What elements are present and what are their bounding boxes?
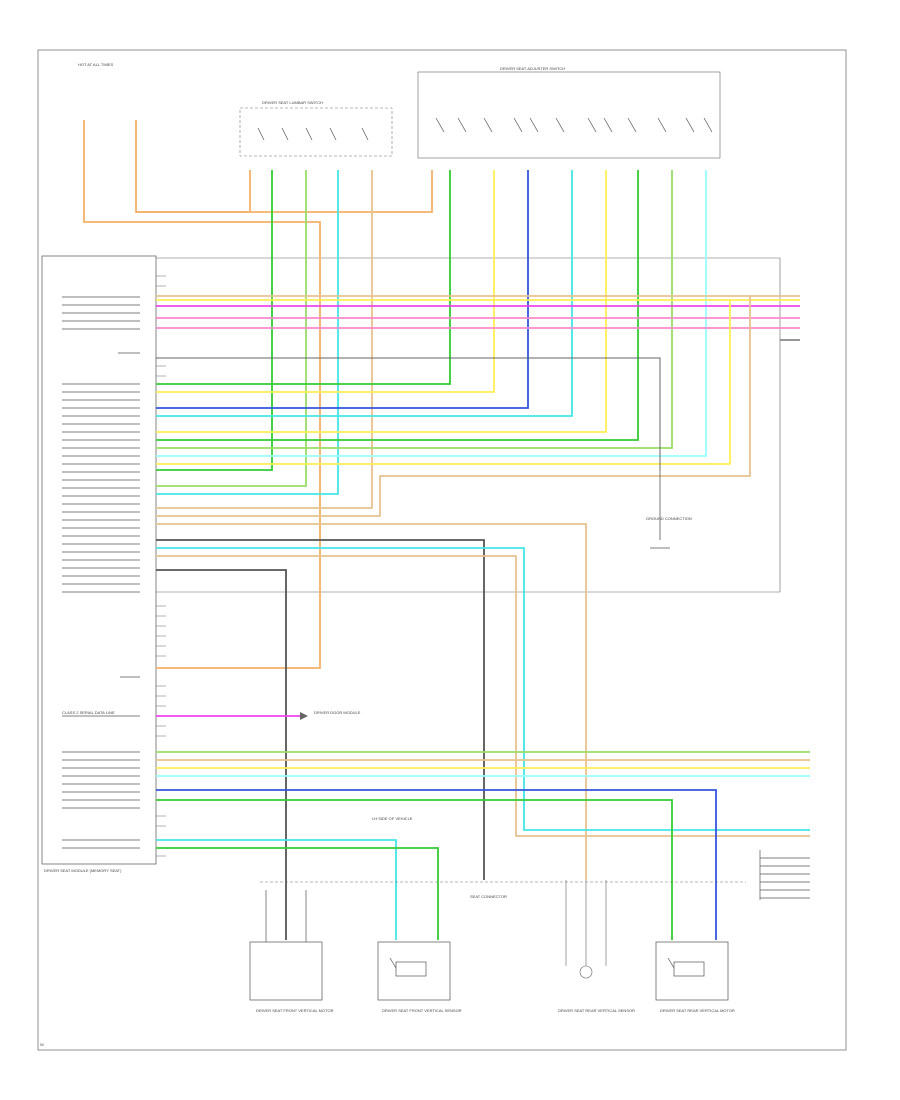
wire-gray-lower [156, 539, 485, 880]
wire-cyan-motor-1 [156, 839, 397, 940]
wire-tan-lower-2 [156, 555, 810, 837]
module-label: DRIVER SEAT MODULE (MEMORY SEAT) [44, 868, 122, 873]
wire-cyan-lower [156, 547, 810, 831]
motor-4-label: DRIVER SEAT REAR VERTICAL MOTOR [660, 1008, 735, 1013]
wire-tan-return [156, 296, 751, 517]
adjuster-switch-box [417, 71, 721, 159]
lumbar-switch-box [239, 107, 393, 157]
wire-yellow-return [156, 300, 731, 465]
wire-lt-green-adj [156, 170, 673, 449]
ground-connection [650, 470, 670, 549]
motor-1-label: DRIVER SEAT FRONT VERTICAL MOTOR [256, 1008, 334, 1013]
right-ground-bus [759, 850, 810, 900]
sensor-circle [579, 965, 593, 979]
switch-contacts [257, 117, 713, 141]
wire-orange-3 [136, 170, 251, 213]
wire-green-motor [156, 799, 673, 940]
lumbar-switch-label: DRIVER SEAT LUMBAR SWITCH [262, 100, 323, 105]
wire-dk-gray-lower [156, 569, 287, 940]
wire-tan-lumbar [156, 170, 373, 509]
wire-gray-ground [156, 357, 661, 470]
footer-code: W [40, 1042, 44, 1047]
wire-green-adj-2 [156, 170, 639, 441]
data-dest-label: DRIVER DOOR MODULE [314, 710, 361, 715]
wires [83, 120, 810, 940]
motor-1-leads [265, 890, 307, 942]
adjuster-switch-label: DRIVER SEAT ADJUSTER SWITCH [500, 66, 565, 71]
class2-label: CLASS 2 SERIAL DATA LINE [62, 710, 115, 715]
wire-green-lumbar-1 [156, 170, 273, 471]
wire-green-motor-1 [156, 847, 439, 940]
wire-yellow-adj-2 [156, 170, 607, 433]
wire-blue-adj [156, 170, 529, 409]
wire-yellow-adj [156, 170, 495, 393]
motor-box-2 [377, 941, 451, 1001]
motor-box-1 [249, 941, 323, 1001]
data-arrow-icon [300, 712, 308, 720]
mirror-note: LH SIDE OF VEHICLE [372, 816, 413, 821]
wire-lt-cyan-adj [156, 170, 707, 457]
wire-orange-2 [135, 120, 433, 213]
wire-blue-motor [156, 789, 717, 940]
motor-2-label: DRIVER SEAT FRONT VERTICAL SENSOR [382, 1008, 462, 1013]
module-pin-ticks [156, 275, 166, 857]
wire-cyan-lumbar [156, 170, 339, 495]
fuse-block: HOT AT ALL TIMES [78, 62, 113, 67]
seat-module-box [41, 255, 157, 865]
wire-green-adj-1 [156, 170, 451, 385]
module-pin-label-marks [62, 296, 140, 849]
fuse-block-label: HOT AT ALL TIMES [78, 62, 113, 67]
connector-note: SEAT CONNECTOR [470, 894, 507, 899]
page-frame [37, 49, 847, 1051]
motor-3-label: DRIVER SEAT REAR VERTICAL SENSOR [558, 1008, 635, 1013]
ground-connection-label: GROUND CONNECTION [646, 516, 692, 521]
right-connector-box [156, 257, 781, 593]
wire-lt-green-lumbar [156, 170, 307, 487]
motor-box-3 [655, 941, 729, 1001]
wire-cyan-adj [156, 170, 573, 417]
motor-details [389, 957, 705, 977]
wire-tan-lower [156, 523, 587, 880]
wire-orange-1 [83, 120, 321, 669]
